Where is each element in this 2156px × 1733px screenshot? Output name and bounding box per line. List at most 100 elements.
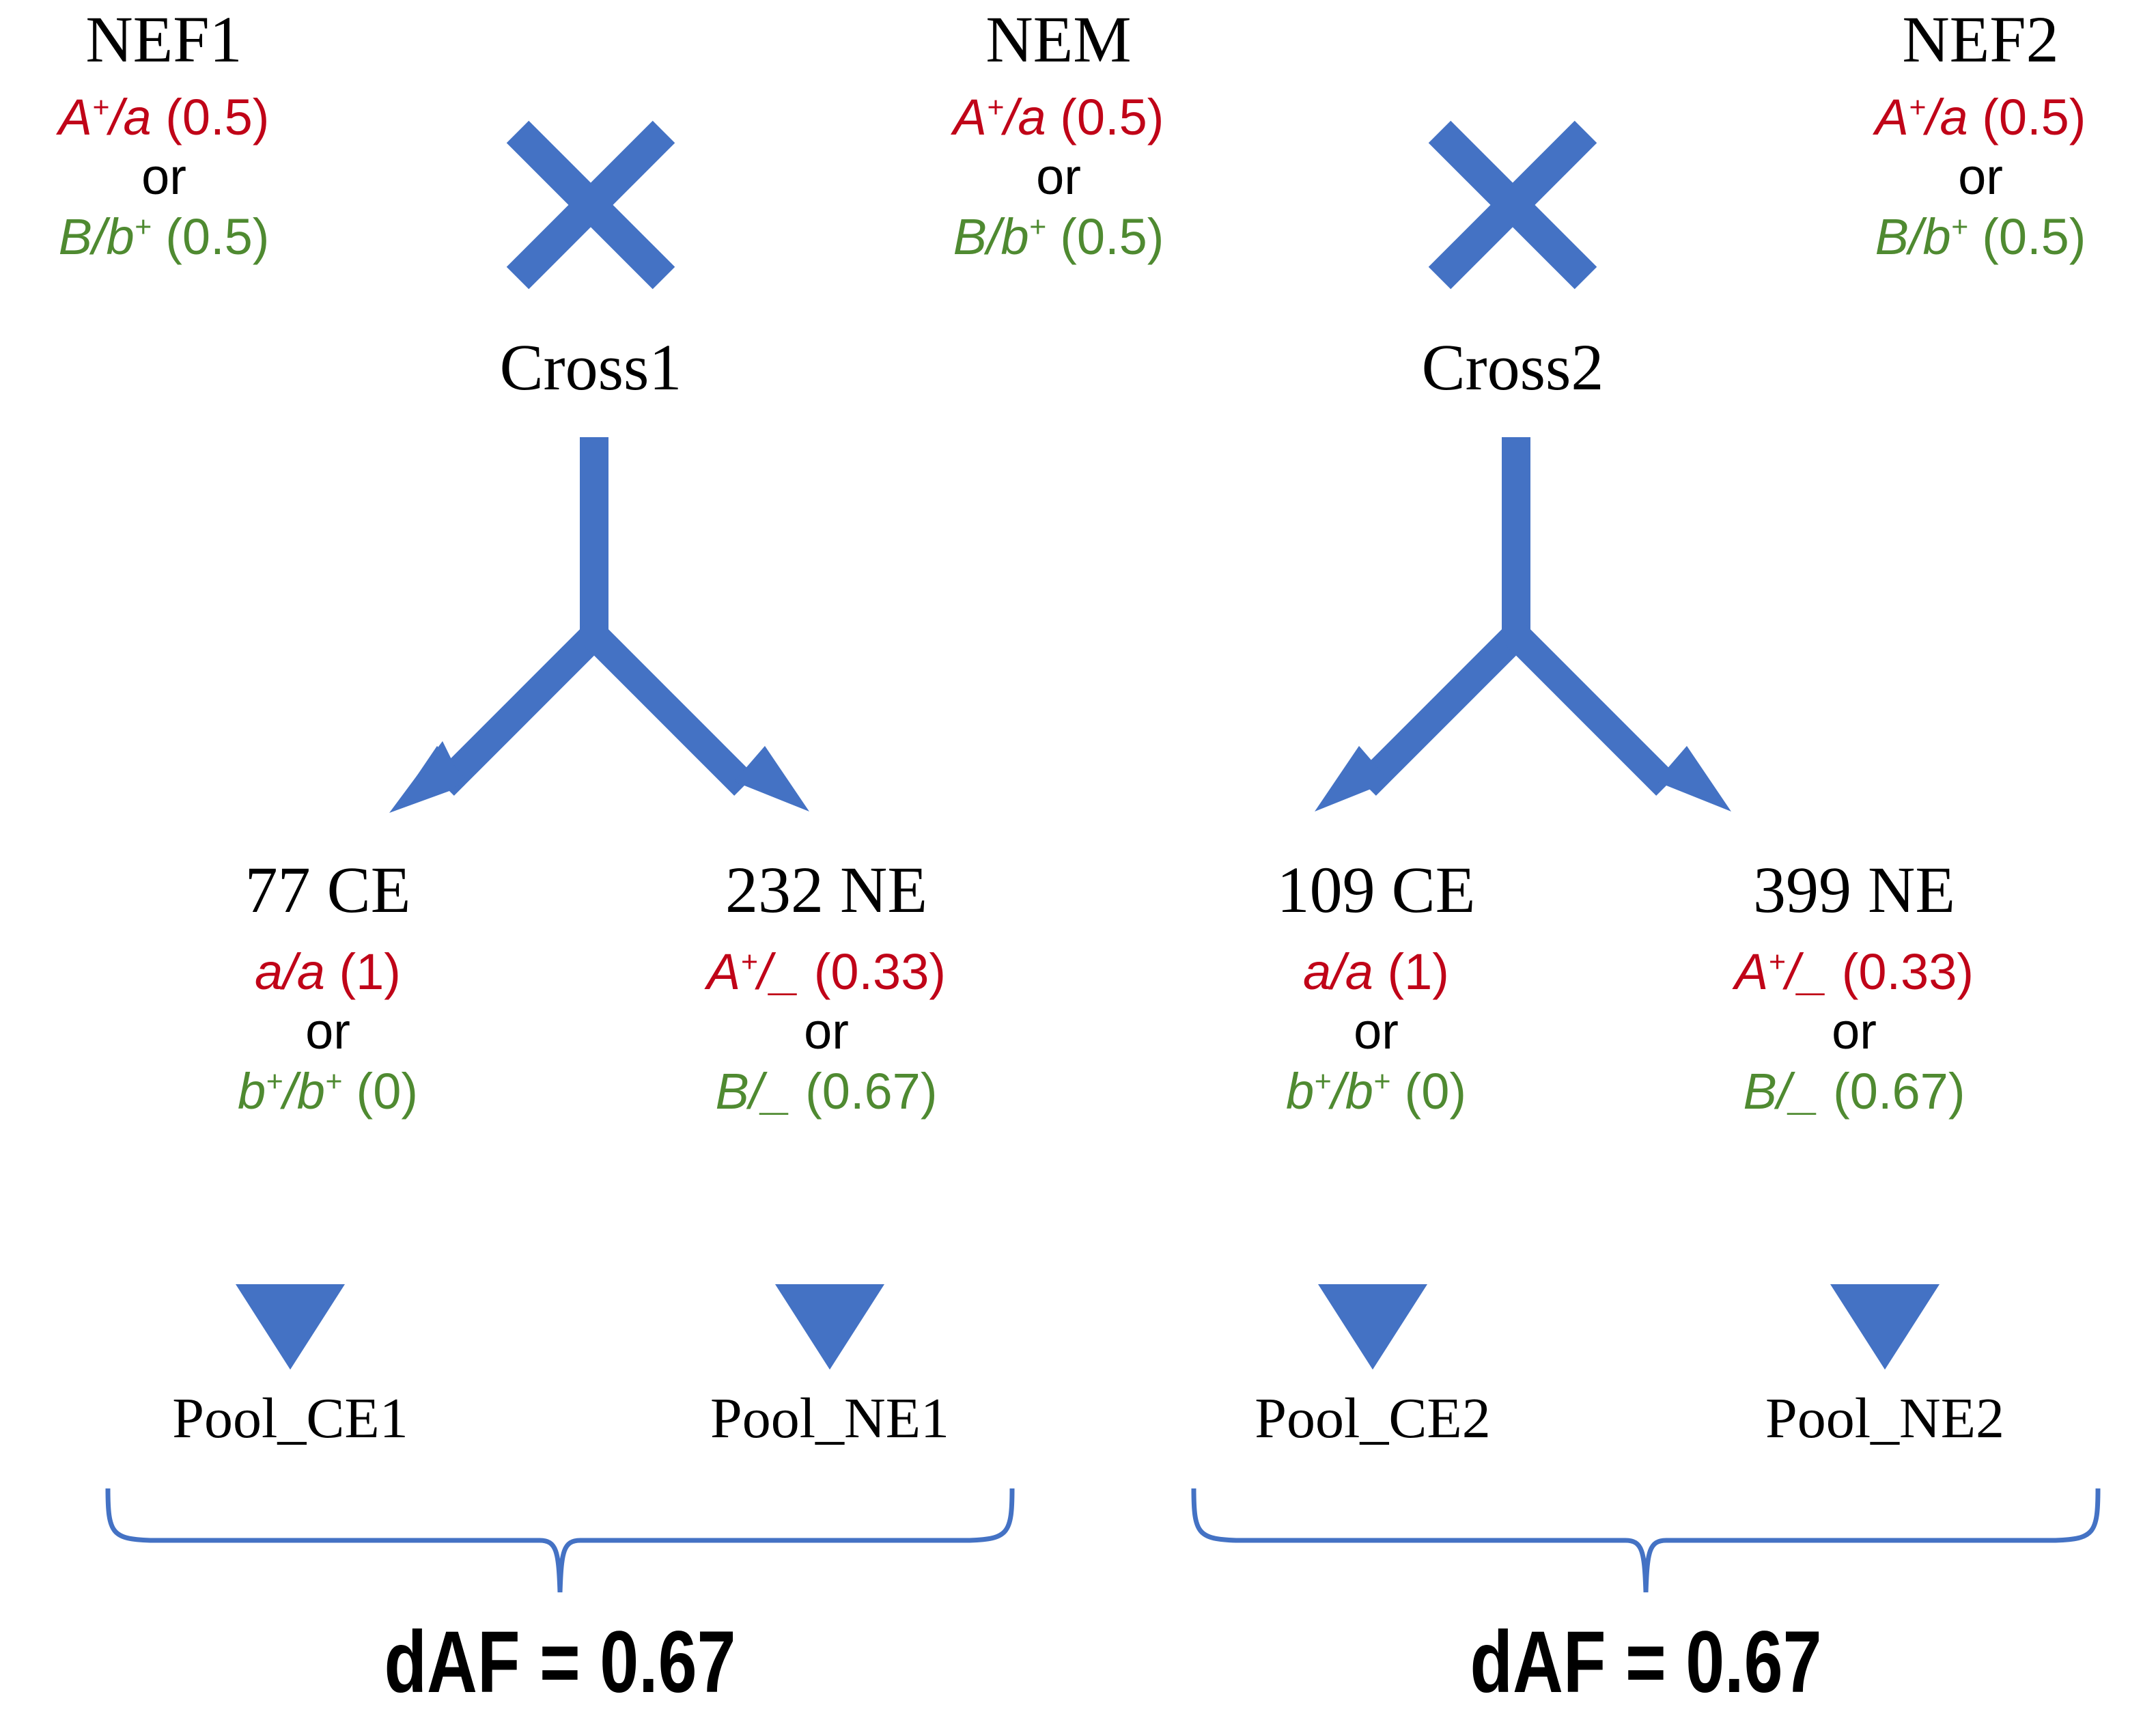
allele-frequency-green: (0.67) [805,1062,938,1120]
allele-frequency-red: (0.5) [1982,89,2086,145]
branching-arrow-2-icon [1284,430,1762,813]
superscript-plus: + [986,91,1004,124]
genotype-green-ce2: b+/b+ (0) [1154,1062,1598,1121]
cross-mark-2-icon [1427,120,1598,290]
allele-b-lower: b [1000,208,1029,265]
parent-name-nem: NEM [985,3,1132,76]
allele-a-plus: A [706,943,741,1000]
allele-frequency-red: (0.5) [165,89,270,145]
superscript-plus: + [92,91,109,124]
allele-frequency-green: (0.67) [1833,1062,1965,1120]
genotype-green-nef1: B/b+ (0.5) [0,207,328,266]
allele-b: B [1875,208,1909,265]
superscript-plus: + [1950,210,1968,243]
allele-b: B [58,208,92,265]
offspring-block-ce1: 77 CE a/a (1) or b+/b+ (0) [106,857,550,1121]
allele-frequency-red: (1) [339,943,401,1000]
cross-label-1: Cross1 [499,331,682,404]
allele-separator: / [1785,943,1800,1000]
allele-a: a [1303,943,1332,1000]
branching-arrow-1-icon [362,430,840,813]
grouping-brace-1-icon [102,1486,1018,1595]
allele-frequency-green: (0) [356,1062,418,1120]
offspring-count-ce1: 77 CE [244,853,411,926]
allele-b-lower2: b [1345,1062,1373,1120]
allele-frequency-green: (0.5) [1982,208,2086,265]
or-separator-ce2: or [1354,1003,1399,1060]
genotype-green-ne2: B/_ (0.67) [1632,1062,2076,1121]
or-separator-nef1: or [141,148,186,206]
superscript-plus-2: + [1373,1064,1390,1098]
allele-separator: / [1908,208,1923,265]
or-separator-ne2: or [1832,1003,1877,1060]
parent-name-nef2: NEF2 [1902,3,2059,76]
offspring-count-ce2: 109 CE [1276,853,1476,926]
genotype-red-ce2: a/a (1) [1154,942,1598,1001]
genotype-red-ce1: a/a (1) [106,942,550,1001]
allele-frequency-green: (0) [1404,1062,1466,1120]
allele-a2: a [296,943,325,1000]
parent-block-nem: NEM A+/a (0.5) or B/b+ (0.5) [895,7,1222,266]
superscript-plus-2: + [324,1064,342,1098]
allele-wildcard: _ [763,1062,792,1120]
cross-label-2: Cross2 [1421,331,1604,404]
down-triangle-ce1-icon [236,1284,345,1370]
allele-separator: / [1003,89,1018,145]
allele-frequency-red: (0.5) [1060,89,1164,145]
allele-frequency-green: (0.5) [165,208,270,265]
allele-separator: / [757,943,772,1000]
allele-a-plus: A [58,89,92,145]
allele-a: a [255,943,283,1000]
allele-separator: / [1925,89,1940,145]
allele-a-plus: A [1734,943,1769,1000]
offspring-genotypes-ne1: A+/_ (0.33) or B/_ (0.67) [604,942,1048,1121]
offspring-genotypes-ce1: a/a (1) or b+/b+ (0) [106,942,550,1121]
genotype-red-nef2: A+/a (0.5) [1817,87,2144,147]
allele-separator: / [109,89,124,145]
pool-label-ne1: Pool_NE1 [710,1387,950,1450]
down-triangle-ce2-icon [1318,1284,1427,1370]
allele-b-lower: b [1922,208,1951,265]
allele-b-lower: b [106,208,135,265]
superscript-plus: + [1768,945,1786,979]
genotype-red-nem: A+/a (0.5) [895,87,1222,147]
superscript-plus: + [1908,91,1926,124]
allele-b-lower: b [237,1062,266,1120]
allele-a: a [1018,89,1046,145]
allele-separator: / [986,208,1001,265]
offspring-block-ne2: 399 NE A+/_ (0.33) or B/_ (0.67) [1632,857,2076,1121]
allele-wildcard: _ [1799,943,1828,1000]
allele-b: B [1743,1062,1777,1120]
offspring-count-ne1: 232 NE [725,853,927,926]
allele-b: B [953,208,987,265]
offspring-count-ne2: 399 NE [1753,853,1955,926]
offspring-block-ce2: 109 CE a/a (1) or b+/b+ (0) [1154,857,1598,1121]
or-separator-nem: or [1036,148,1081,206]
allele-a2: a [1345,943,1373,1000]
daf-result-1: dAF = 0.67 [384,1613,736,1711]
allele-b-lower: b [1285,1062,1315,1120]
allele-a: a [123,89,152,145]
allele-separator: / [748,1062,764,1120]
allele-b-lower2: b [296,1062,325,1120]
allele-separator: / [1331,1062,1345,1120]
offspring-genotypes-ne2: A+/_ (0.33) or B/_ (0.67) [1632,942,2076,1121]
genotype-red-ne2: A+/_ (0.33) [1632,942,2076,1001]
parent-block-nef2: NEF2 A+/a (0.5) or B/b+ (0.5) [1817,7,2144,266]
superscript-plus: + [740,945,758,979]
pool-label-ne2: Pool_NE2 [1765,1387,2005,1450]
grouping-brace-2-icon [1188,1486,2103,1595]
allele-wildcard: _ [1791,1062,1819,1120]
genotype-red-ne1: A+/_ (0.33) [604,942,1048,1001]
allele-b: B [715,1062,749,1120]
superscript-plus: + [1314,1064,1332,1098]
parent-genotypes-nef2: A+/a (0.5) or B/b+ (0.5) [1817,87,2144,266]
or-separator-ne1: or [804,1003,849,1060]
allele-frequency-green: (0.5) [1060,208,1164,265]
allele-separator: / [283,943,297,1000]
or-separator-ce1: or [305,1003,350,1060]
down-triangle-ne2-icon [1830,1284,1940,1370]
genotype-green-ne1: B/_ (0.67) [604,1062,1048,1121]
allele-a-plus: A [953,89,987,145]
offspring-genotypes-ce2: a/a (1) or b+/b+ (0) [1154,942,1598,1121]
